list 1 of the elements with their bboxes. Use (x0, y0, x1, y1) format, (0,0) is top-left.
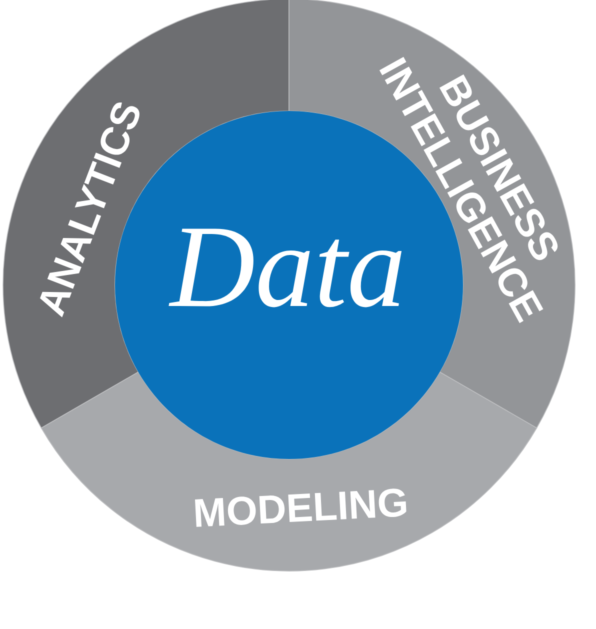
ring-segment: MODELING (40, 372, 538, 572)
